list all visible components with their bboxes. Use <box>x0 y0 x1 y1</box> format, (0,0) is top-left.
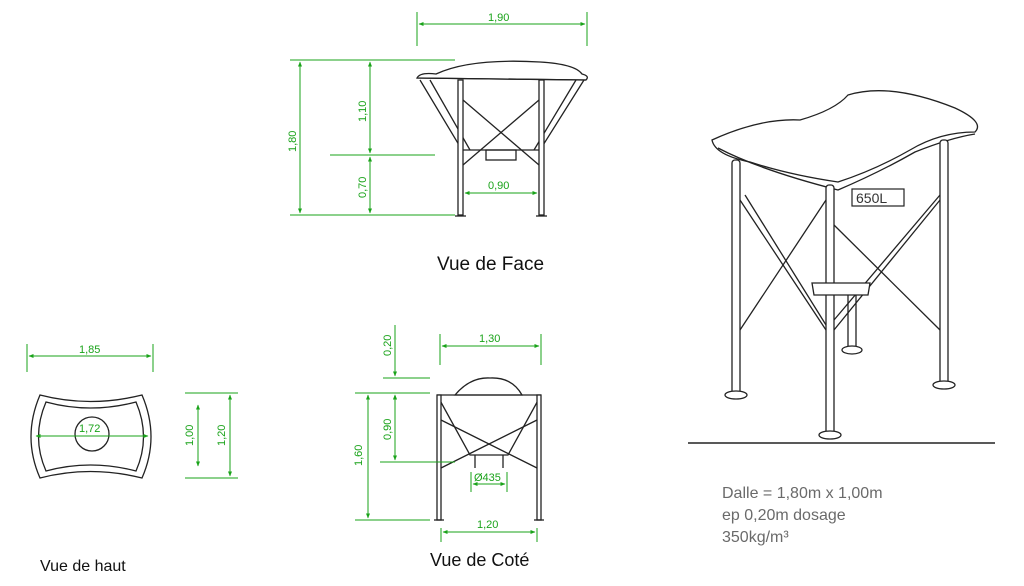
note-line-3: 350kg/m³ <box>722 529 789 546</box>
perspective-view <box>688 90 995 444</box>
side-view-dimensions <box>355 325 542 542</box>
front-width-label: 1,90 <box>488 12 509 24</box>
top-depth-inner-label: 1,00 <box>184 425 196 446</box>
top-view-title: Vue de haut <box>40 558 126 575</box>
front-view <box>415 60 588 217</box>
side-view <box>434 377 544 521</box>
side-width-label: 1,30 <box>479 333 500 345</box>
front-view-title: Vue de Face <box>437 254 544 275</box>
note-line-2: ep 0,20m dosage <box>722 507 846 524</box>
side-height-cone-label: 0,90 <box>382 419 394 440</box>
side-lid-height-label: 0,20 <box>382 335 394 356</box>
front-height-upper-label: 1,10 <box>357 101 369 122</box>
side-height-body-label: 1,60 <box>353 445 365 466</box>
top-hole-label: 1,72 <box>79 423 100 435</box>
front-height-lower-label: 0,70 <box>357 177 369 198</box>
front-height-total-label: 1,80 <box>287 131 299 152</box>
top-view-dimensions <box>26 344 238 479</box>
top-depth-outer-label: 1,20 <box>216 425 228 446</box>
capacity-label: 650L <box>856 190 887 206</box>
foundation-note: Dalle = 1,80m x 1,00m ep 0,20m dosage 35… <box>722 483 883 549</box>
front-leg-spacing-label: 0,90 <box>488 180 509 192</box>
side-outlet-label: Ø435 <box>474 472 501 484</box>
side-view-title: Vue de Coté <box>430 550 529 570</box>
side-leg-spacing-label: 1,20 <box>477 519 498 531</box>
note-line-1: Dalle = 1,80m x 1,00m <box>722 485 883 502</box>
top-width-label: 1,85 <box>79 344 100 356</box>
front-view-dimensions <box>290 12 588 216</box>
